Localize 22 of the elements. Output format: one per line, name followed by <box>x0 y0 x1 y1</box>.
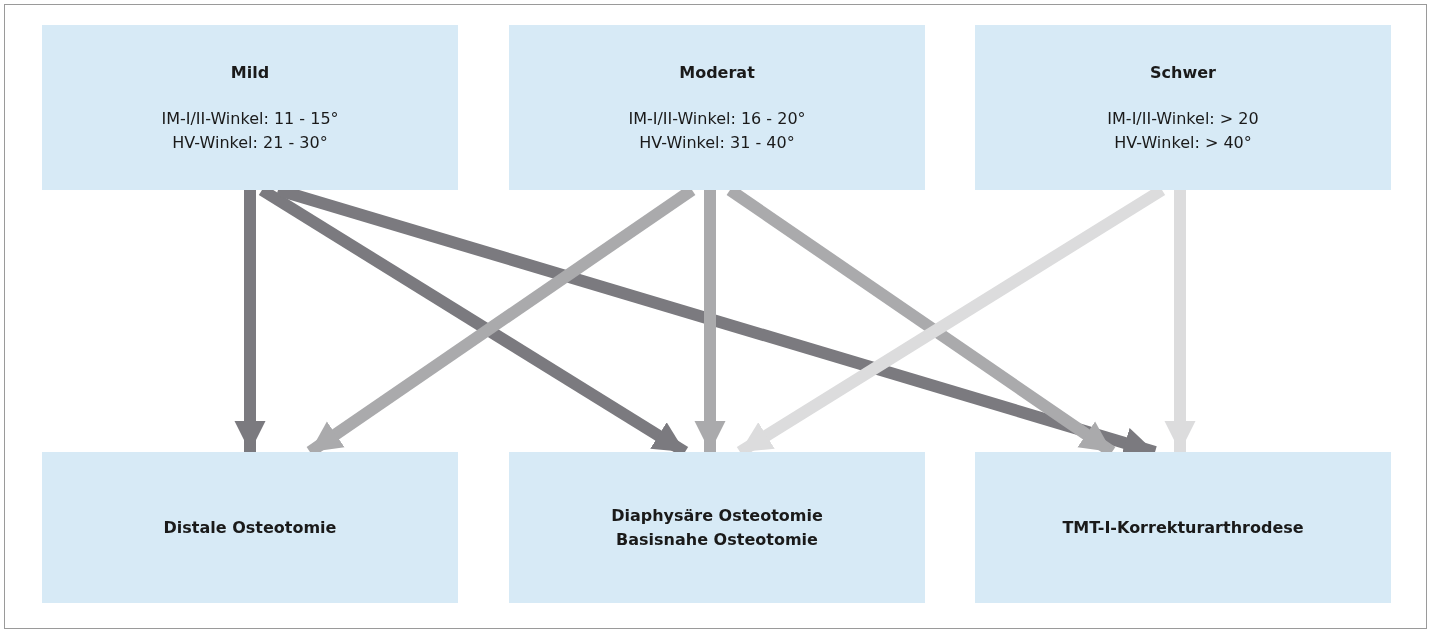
category-box <box>975 25 1391 190</box>
criterion-text: HV-Winkel: 31 - 40° <box>639 131 795 154</box>
procedure-label: Distale Osteotomie <box>163 516 337 539</box>
procedure-box <box>42 452 458 603</box>
procedure-box <box>509 452 925 603</box>
criterion-text: IM-I/II-Winkel: > 20 <box>1107 107 1259 130</box>
procedure-box <box>975 452 1391 603</box>
arrow <box>1164 190 1196 452</box>
procedure-label: TMT-I-Korrekturarthrodese <box>1062 516 1304 539</box>
criterion-text: IM-I/II-Winkel: 11 - 15° <box>161 107 339 130</box>
category-title: Schwer <box>1150 61 1216 84</box>
arrow <box>234 190 266 452</box>
criterion-text: HV-Winkel: 21 - 30° <box>172 131 328 154</box>
procedure-label: Basisnahe Osteotomie <box>616 528 818 551</box>
criterion-text: HV-Winkel: > 40° <box>1114 131 1252 154</box>
criterion-text: IM-I/II-Winkel: 16 - 20° <box>628 107 806 130</box>
category-box <box>42 25 458 190</box>
procedure-label: Diaphysäre Osteotomie <box>611 504 823 527</box>
category-title: Moderat <box>679 61 755 84</box>
arrow <box>694 190 726 452</box>
category-title: Mild <box>230 61 270 84</box>
category-box <box>509 25 925 190</box>
